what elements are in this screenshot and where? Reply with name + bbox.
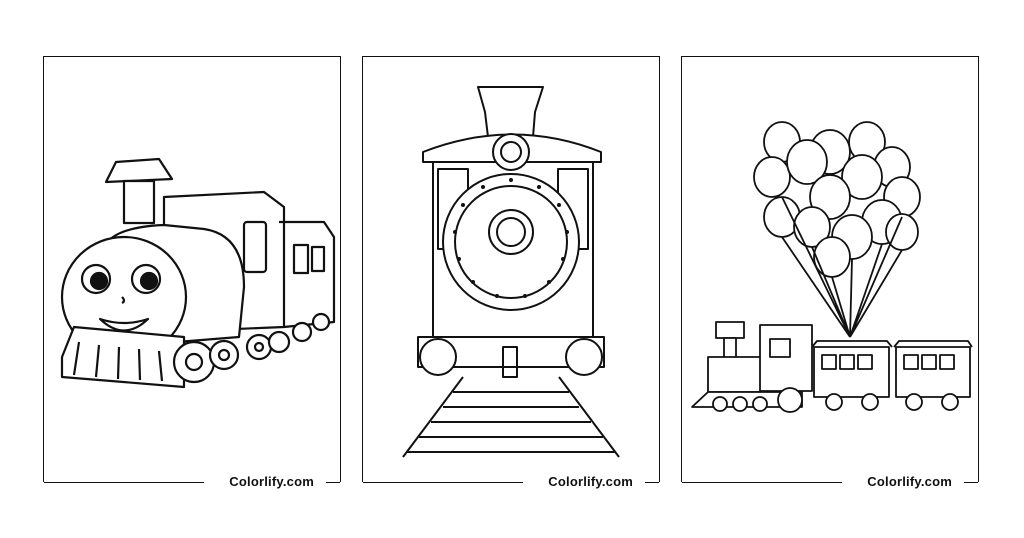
coloring-page-card-1[interactable]: Colorlify.com (43, 56, 341, 489)
frame-bottom-left-line (363, 481, 523, 483)
coloring-page-card-3[interactable]: Colorlify.com (681, 56, 979, 489)
frame-bottom-right-line (326, 481, 340, 483)
steam-locomotive-icon (402, 86, 620, 458)
coloring-page-card-2[interactable]: Colorlify.com (362, 56, 660, 489)
frame-bottom-left-line (44, 481, 204, 483)
watermark-label: Colorlify.com (867, 474, 952, 489)
frame-bottom-left-line (682, 481, 842, 483)
frame-bottom-right-line (964, 481, 978, 483)
watermark-label: Colorlify.com (229, 474, 314, 489)
cartoon-train-icon (60, 157, 336, 389)
watermark-label: Colorlify.com (548, 474, 633, 489)
frame-bottom-right-line (645, 481, 659, 483)
train-with-balloons-icon (691, 121, 973, 413)
